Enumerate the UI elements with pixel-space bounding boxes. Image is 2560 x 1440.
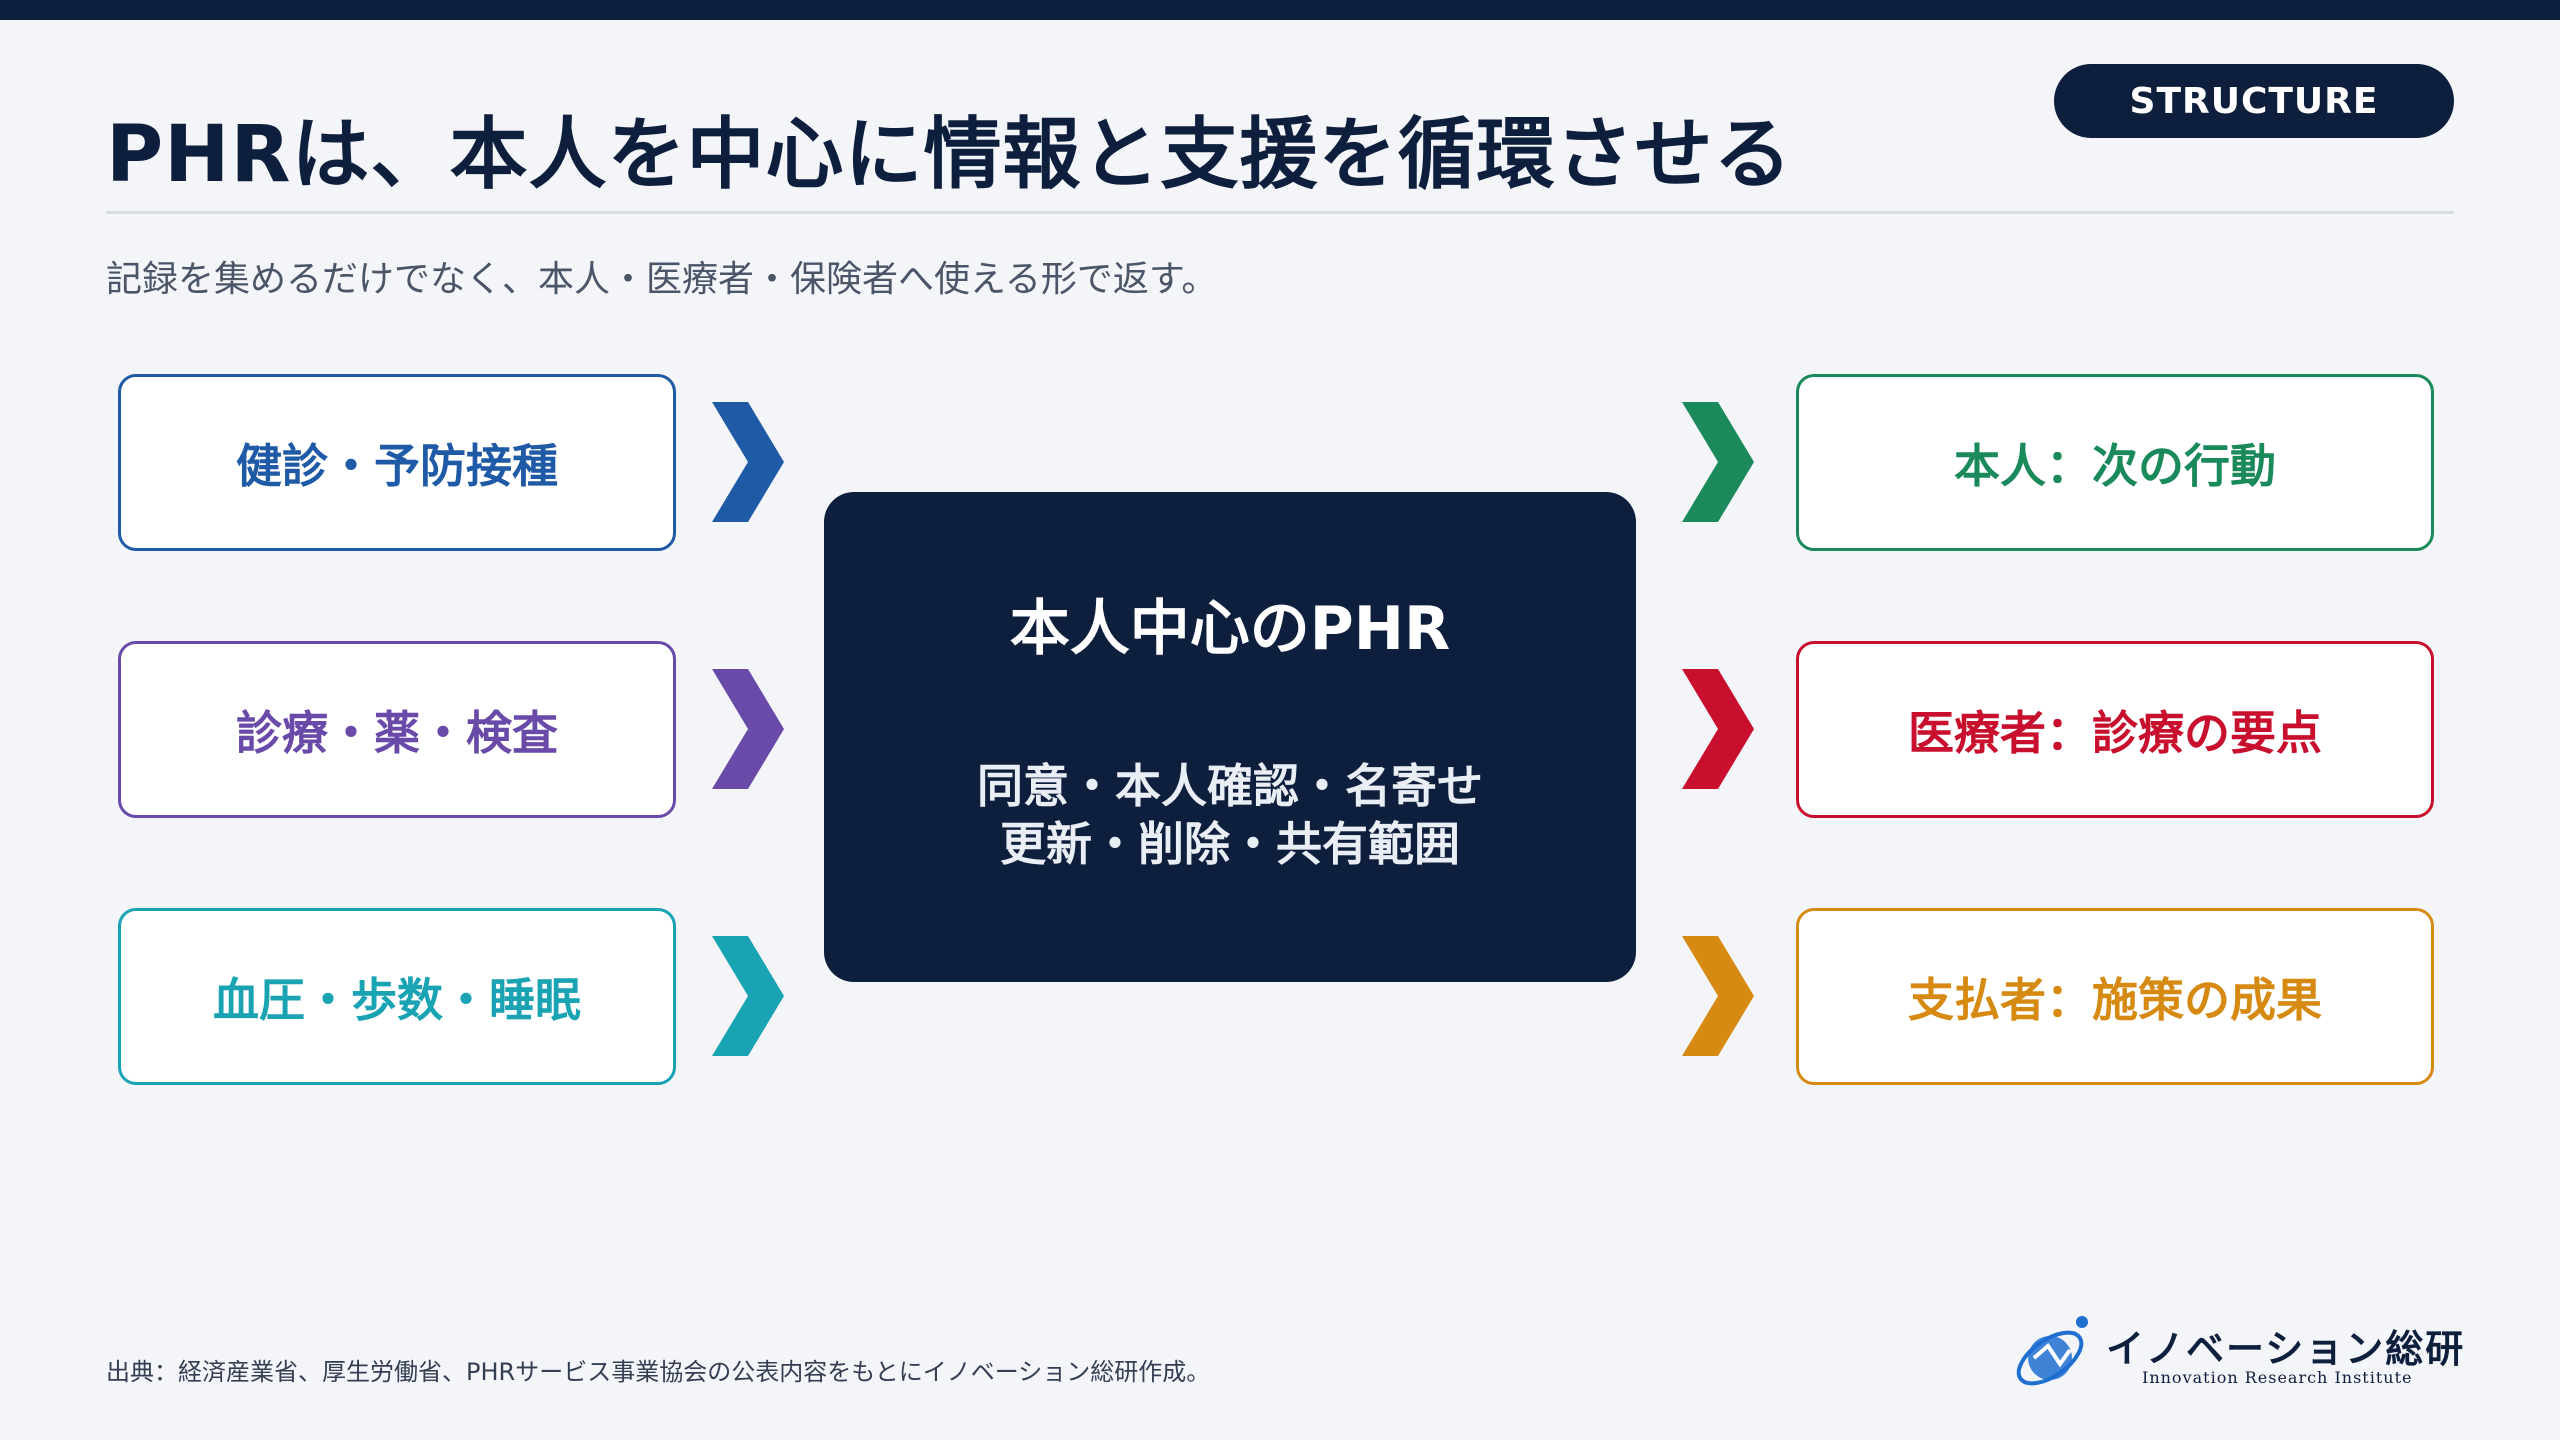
- chevron-right-icon: [1682, 669, 1754, 789]
- logo-mark-icon: [2016, 1316, 2088, 1386]
- chevron-right-icon: [712, 402, 784, 522]
- logo-subtitle: Innovation Research Institute: [2142, 1368, 2413, 1387]
- chevron-right-icon: [1682, 936, 1754, 1056]
- output-label: 支払者：施策の成果: [1908, 972, 2322, 1027]
- company-logo: イノベーション総研 Innovation Research Institute: [2010, 1300, 2463, 1400]
- input-label: 診療・薬・検査: [236, 705, 558, 760]
- center-line-sharing: 更新・削除・共有範囲: [1000, 817, 1460, 871]
- input-box-lifelog: 血圧・歩数・睡眠: [118, 908, 676, 1085]
- chevron-right-icon: [712, 936, 784, 1056]
- center-line-consent: 同意・本人確認・名寄せ: [977, 759, 1483, 813]
- output-box-payer: 支払者：施策の成果: [1796, 908, 2434, 1085]
- source-note: 出典：経済産業省、厚生労働省、PHRサービス事業協会の公表内容をもとにイノベーシ…: [106, 1358, 1211, 1386]
- center-title: 本人中心のPHR: [1009, 594, 1451, 664]
- chevron-right-icon: [712, 669, 784, 789]
- output-label: 本人：次の行動: [1954, 438, 2276, 493]
- output-label: 医療者：診療の要点: [1908, 705, 2322, 760]
- chevron-right-icon: [1682, 402, 1754, 522]
- input-label: 健診・予防接種: [236, 438, 558, 493]
- center-hub: 本人中心のPHR 同意・本人確認・名寄せ 更新・削除・共有範囲: [824, 492, 1636, 982]
- top-accent-bar: [0, 0, 2560, 20]
- output-box-person: 本人：次の行動: [1796, 374, 2434, 551]
- page-title: PHRは、本人を中心に情報と支援を循環させる: [106, 110, 1793, 200]
- header-divider: [106, 211, 2454, 214]
- input-box-checkups: 健診・予防接種: [118, 374, 676, 551]
- input-box-clinical: 診療・薬・検査: [118, 641, 676, 818]
- output-box-clinician: 医療者：診療の要点: [1796, 641, 2434, 818]
- structure-badge: STRUCTURE: [2054, 64, 2454, 138]
- page-subtitle: 記録を集めるだけでなく、本人・医療者・保険者へ使える形で返す。: [106, 259, 1218, 300]
- input-label: 血圧・歩数・睡眠: [213, 972, 581, 1027]
- logo-name: イノベーション総研: [2106, 1326, 2466, 1371]
